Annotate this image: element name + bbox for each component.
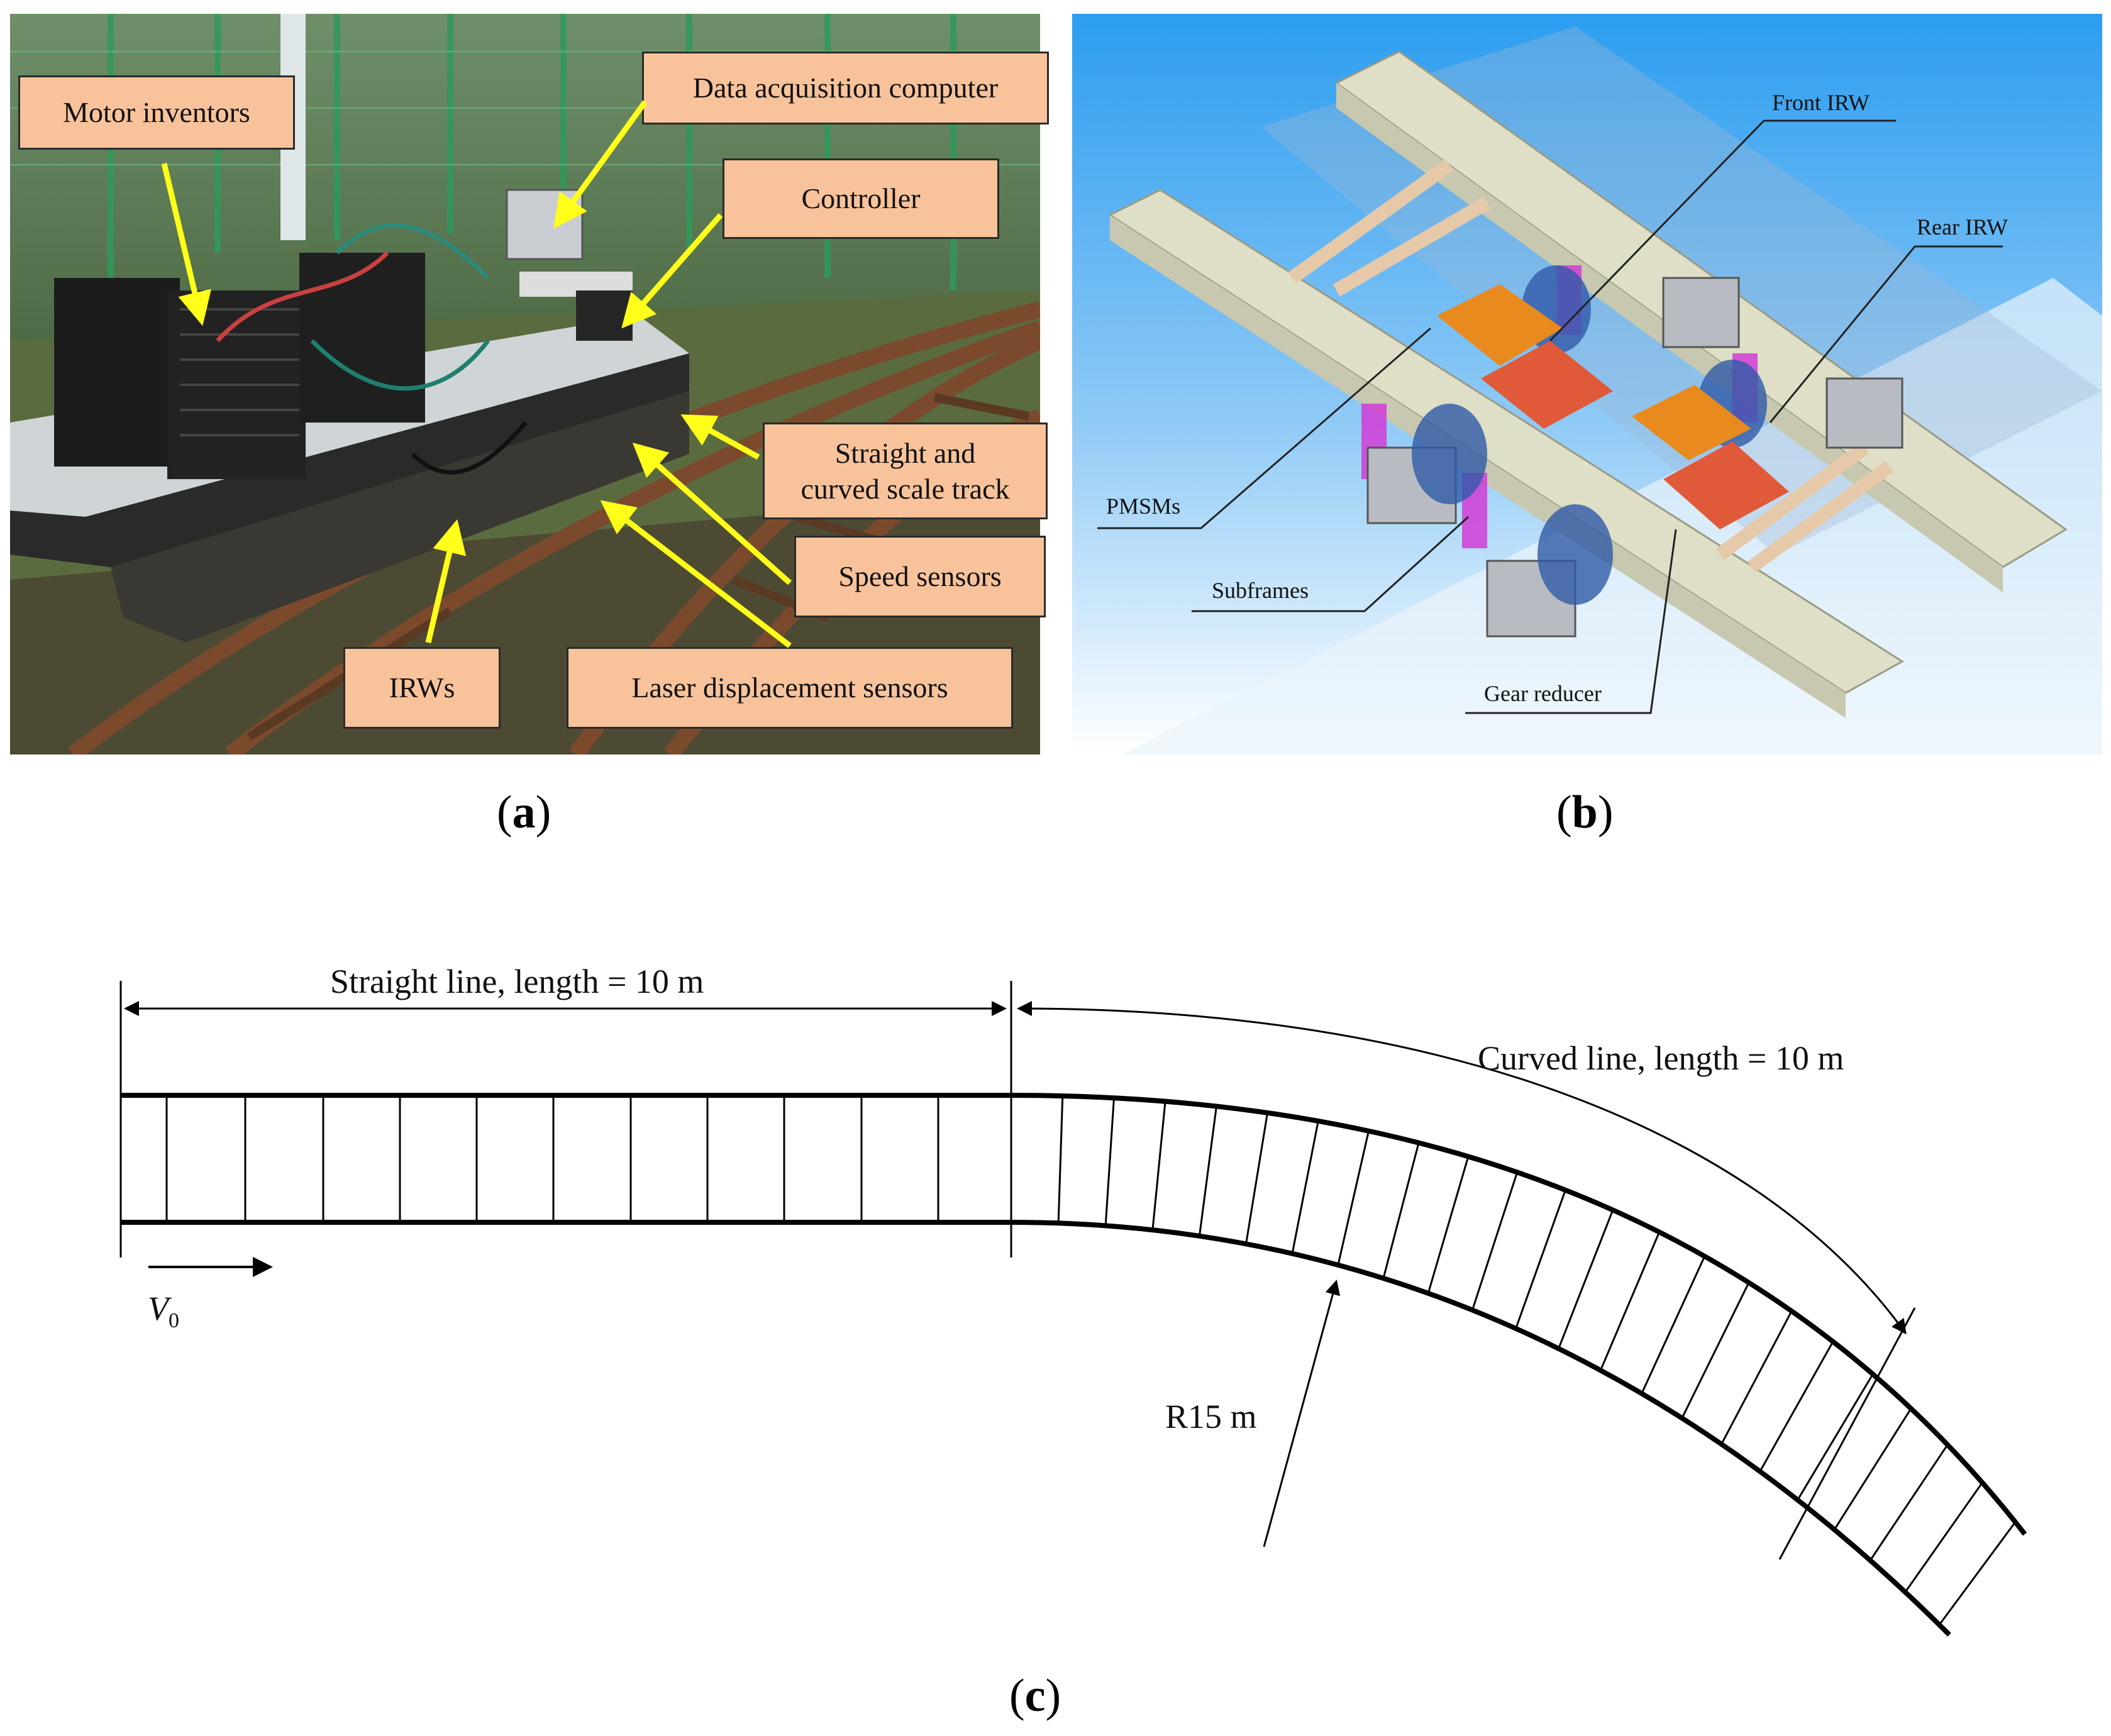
curved-sleeper bbox=[1057, 1095, 1064, 1224]
panel-c-track-diagram bbox=[119, 981, 2027, 1637]
dim-curved-arrow bbox=[1017, 1001, 1907, 1335]
arrow-data-computer bbox=[553, 100, 648, 229]
photo-scene bbox=[10, 14, 1044, 761]
caption-b-letter: b bbox=[1571, 787, 1598, 838]
curved-sleeper bbox=[1558, 1209, 1614, 1349]
curved-sleeper bbox=[1471, 1171, 1519, 1311]
panel-b-cad: Front IRW Rear IRW PMSMs Subframes Gear … bbox=[1072, 14, 2102, 755]
curved-sleeper bbox=[1104, 1098, 1115, 1226]
curved-sleeper bbox=[1759, 1341, 1834, 1472]
curved-sleeper bbox=[1291, 1120, 1319, 1254]
velocity-symbol: V bbox=[148, 1290, 169, 1327]
curved-sleeper bbox=[1382, 1142, 1420, 1279]
caption-c-letter: c bbox=[1024, 1670, 1046, 1722]
caption-c: (c) bbox=[1009, 1670, 1061, 1722]
curved-sleeper bbox=[1245, 1112, 1269, 1244]
label-irws: IRWs bbox=[343, 647, 501, 729]
curved-sleeper bbox=[1869, 1444, 1949, 1561]
radius-arrow bbox=[1263, 1280, 1341, 1547]
arrow-speed-sensors bbox=[632, 443, 792, 585]
curved-sleeper bbox=[1198, 1106, 1217, 1237]
cad-scene bbox=[1072, 14, 2102, 755]
straight-sleepers bbox=[165, 1095, 939, 1222]
leader-subframes bbox=[1192, 516, 1470, 612]
curved-sleeper bbox=[1641, 1256, 1706, 1394]
arrow-controller bbox=[621, 213, 723, 329]
curved-sleeper bbox=[1938, 1521, 2017, 1626]
curved-sleeper bbox=[1904, 1482, 1983, 1593]
leader-gear-reducer bbox=[1465, 529, 1677, 714]
label-controller: Controller bbox=[723, 158, 999, 239]
curved-sleeper bbox=[1681, 1282, 1750, 1419]
label-laser-displacement-sensors: Laser displacement sensors bbox=[567, 647, 1013, 729]
arrow-motor-inventors bbox=[161, 162, 212, 326]
curved-sleeper bbox=[1720, 1310, 1793, 1445]
label-pmsms: PMSMs bbox=[1106, 494, 1181, 519]
arrow-scale-track bbox=[680, 414, 760, 460]
curved-sleeper bbox=[1151, 1101, 1166, 1230]
label-data-acquisition-computer: Data acquisition computer bbox=[642, 52, 1049, 124]
arrow-irws bbox=[425, 519, 467, 644]
label-scale-track-line1: Straight and bbox=[834, 436, 976, 469]
leader-front-irw bbox=[1549, 119, 1896, 342]
caption-a-letter: a bbox=[512, 787, 536, 838]
radius-label: R15 m bbox=[1165, 1398, 1257, 1435]
curved-sleeper bbox=[1833, 1408, 1912, 1530]
label-subframes: Subframes bbox=[1212, 578, 1309, 603]
annotation-arrows bbox=[161, 100, 792, 648]
label-gear-reducer: Gear reducer bbox=[1484, 681, 1602, 706]
leader-pmsms bbox=[1097, 327, 1431, 529]
caption-b: (b) bbox=[1556, 787, 1614, 838]
cad-leaders bbox=[1097, 119, 2003, 714]
caption-a: (a) bbox=[497, 787, 551, 838]
label-rear-irw: Rear IRW bbox=[1917, 214, 2008, 240]
label-scale-track: Straight and curved scale track bbox=[763, 423, 1048, 519]
velocity-subscript: 0 bbox=[169, 1308, 179, 1332]
label-front-irw: Front IRW bbox=[1772, 90, 1870, 115]
straight-line-label: Straight line, length = 10 m bbox=[330, 963, 704, 1000]
curved-sleeper bbox=[1337, 1131, 1370, 1266]
curved-sleeper bbox=[1515, 1190, 1566, 1329]
dim-curved-end-tick bbox=[1778, 1307, 1916, 1560]
panel-a-photo: Motor inventors Data acquisition compute… bbox=[10, 14, 1049, 761]
velocity-label: V0 bbox=[148, 1289, 179, 1333]
label-speed-sensors: Speed sensors bbox=[794, 536, 1046, 617]
curved-sleeper bbox=[1599, 1231, 1661, 1371]
leader-rear-irw bbox=[1769, 245, 2003, 423]
curved-line-label: Curved line, length = 10 m bbox=[1478, 1039, 1844, 1077]
curved-sleepers bbox=[1057, 1095, 2017, 1626]
label-motor-inventors: Motor inventors bbox=[18, 75, 295, 150]
arrow-laser-sensors bbox=[600, 500, 792, 648]
curved-sleeper bbox=[1797, 1373, 1874, 1501]
curved-sleeper bbox=[1427, 1156, 1470, 1294]
label-scale-track-line2: curved scale track bbox=[801, 473, 1010, 505]
